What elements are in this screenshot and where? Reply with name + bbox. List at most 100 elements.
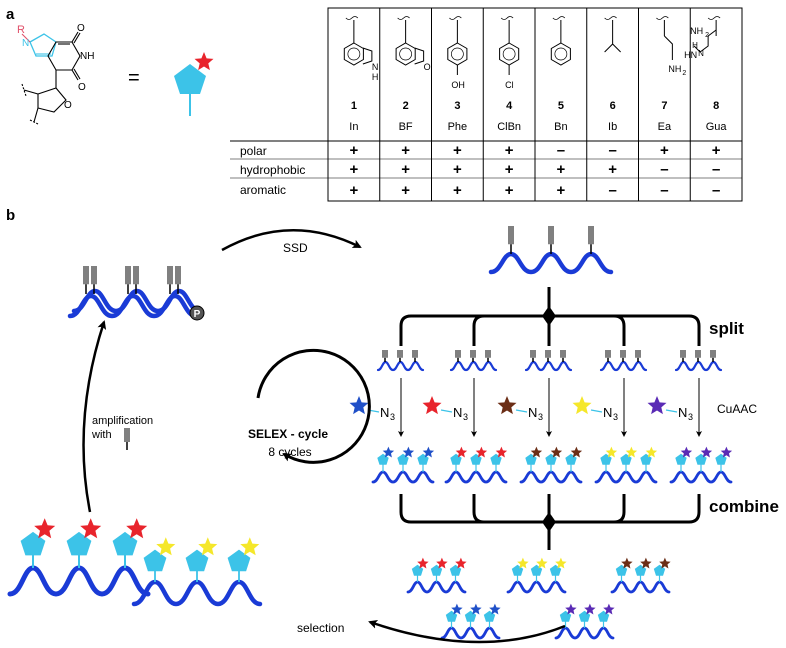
r-group-label: R: [17, 24, 25, 36]
alkyne-icon: [133, 266, 139, 294]
alkyne-icon: [710, 350, 716, 362]
selected-sequences: [7, 518, 263, 607]
compound-abbreviation: Ib: [608, 121, 617, 133]
star-icon: [645, 446, 658, 458]
dna-strand: [488, 251, 614, 275]
compound-abbreviation: ClBn: [497, 121, 521, 133]
star-icon: [455, 446, 468, 458]
azide-label: N: [453, 405, 462, 420]
combine-junction-icon: [542, 512, 556, 532]
modified-strand: [444, 446, 508, 484]
row-label-hydrophobic: hydrophobic: [240, 163, 305, 177]
azide-subscript: 3: [538, 412, 543, 422]
linker: [515, 409, 528, 413]
property-polar: +: [401, 142, 410, 159]
small-dna-strand: [599, 360, 648, 372]
linker: [665, 409, 678, 413]
selex-cycle-title: SELEX - cycle: [248, 427, 328, 441]
azide-label: N: [678, 405, 687, 420]
compound-number: 3: [454, 100, 460, 112]
substituent-structure-2: [395, 16, 425, 66]
alkyne-icon: [125, 266, 131, 294]
alkyne-icon: [588, 226, 594, 254]
alkyne-icon: [695, 350, 701, 362]
star-icon: [240, 537, 260, 556]
substituent-structure-5: [550, 16, 571, 66]
split-junction-icon: [542, 306, 556, 326]
property-polar: +: [712, 142, 721, 159]
property-aromatic: –: [712, 182, 720, 199]
dna-strand: [669, 470, 733, 484]
benzene-ring: [343, 42, 364, 66]
alkyne-icon: [508, 226, 514, 254]
substituent-structure-7: [656, 16, 673, 60]
property-hydrophobic: +: [608, 161, 617, 178]
alkyne-icon: [382, 350, 388, 362]
alkyne-icon: [167, 266, 173, 294]
benzene-ring: [499, 42, 520, 66]
modified-strand: [406, 557, 467, 594]
pentagon-icon: [185, 549, 209, 572]
uracil-nh-label: NH: [80, 51, 94, 62]
star-icon: [603, 603, 615, 615]
property-polar: +: [453, 142, 462, 159]
property-aromatic: +: [401, 182, 410, 199]
pentagon-icon: [227, 549, 251, 572]
alkyne-icon: [680, 350, 686, 362]
alkyne-icon: [175, 266, 181, 294]
property-aromatic: +: [556, 182, 565, 199]
property-hydrophobic: +: [556, 161, 565, 178]
dna-strand: [444, 470, 508, 484]
property-polar: +: [505, 142, 514, 159]
compound-number: 8: [713, 100, 719, 112]
property-hydrophobic: –: [660, 161, 668, 178]
benzene-ring: [550, 42, 571, 66]
star-icon: [156, 537, 176, 556]
dna-strand: [610, 580, 671, 594]
five-ring: [362, 47, 373, 65]
small-dna-strand: [524, 360, 573, 372]
modified-nucleoside-structure: [21, 31, 81, 125]
azide-subscript: 3: [688, 412, 693, 422]
selection-arrow: [368, 620, 566, 644]
property-polar: –: [557, 142, 565, 159]
azide-subscript: 3: [463, 412, 468, 422]
star-icon: [536, 557, 548, 569]
star-icon: [680, 446, 693, 458]
alkyne-icon: [620, 350, 626, 362]
red-star-icon: [194, 52, 214, 71]
property-hydrophobic: –: [712, 161, 720, 178]
wavy-attachment: [656, 16, 669, 20]
star-icon: [455, 557, 467, 569]
aromatic-circle: [502, 47, 516, 61]
star-icon: [625, 446, 638, 458]
modified-strand: [371, 446, 435, 484]
property-aromatic: +: [453, 182, 462, 199]
alkyne-icon: [470, 350, 476, 362]
dna-strand: [7, 565, 151, 597]
azide-label: N: [380, 405, 389, 420]
dna-strand: [519, 470, 583, 484]
substituent-table: polarhydrophobicaromaticNH1In+++O2BF+++O…: [230, 7, 743, 202]
dna-strand: [554, 626, 615, 640]
aromatic-circle: [347, 47, 361, 61]
alkyne-icon: [548, 226, 554, 254]
atom-label: 2: [705, 32, 709, 39]
sugar-o-label: O: [64, 100, 72, 111]
property-aromatic: +: [349, 182, 358, 199]
wavy-attachment: [449, 16, 462, 20]
alkyne-primer-icon: [124, 428, 130, 450]
property-hydrophobic: +: [453, 161, 462, 178]
star-icon: [621, 557, 633, 569]
modified-strand: [440, 603, 501, 640]
property-polar: +: [349, 142, 358, 159]
dna-strand-2: [71, 288, 203, 314]
property-aromatic: +: [505, 182, 514, 199]
azide-label: N: [603, 405, 612, 420]
compound-number: 7: [661, 100, 667, 112]
ethylamine: [664, 35, 673, 60]
